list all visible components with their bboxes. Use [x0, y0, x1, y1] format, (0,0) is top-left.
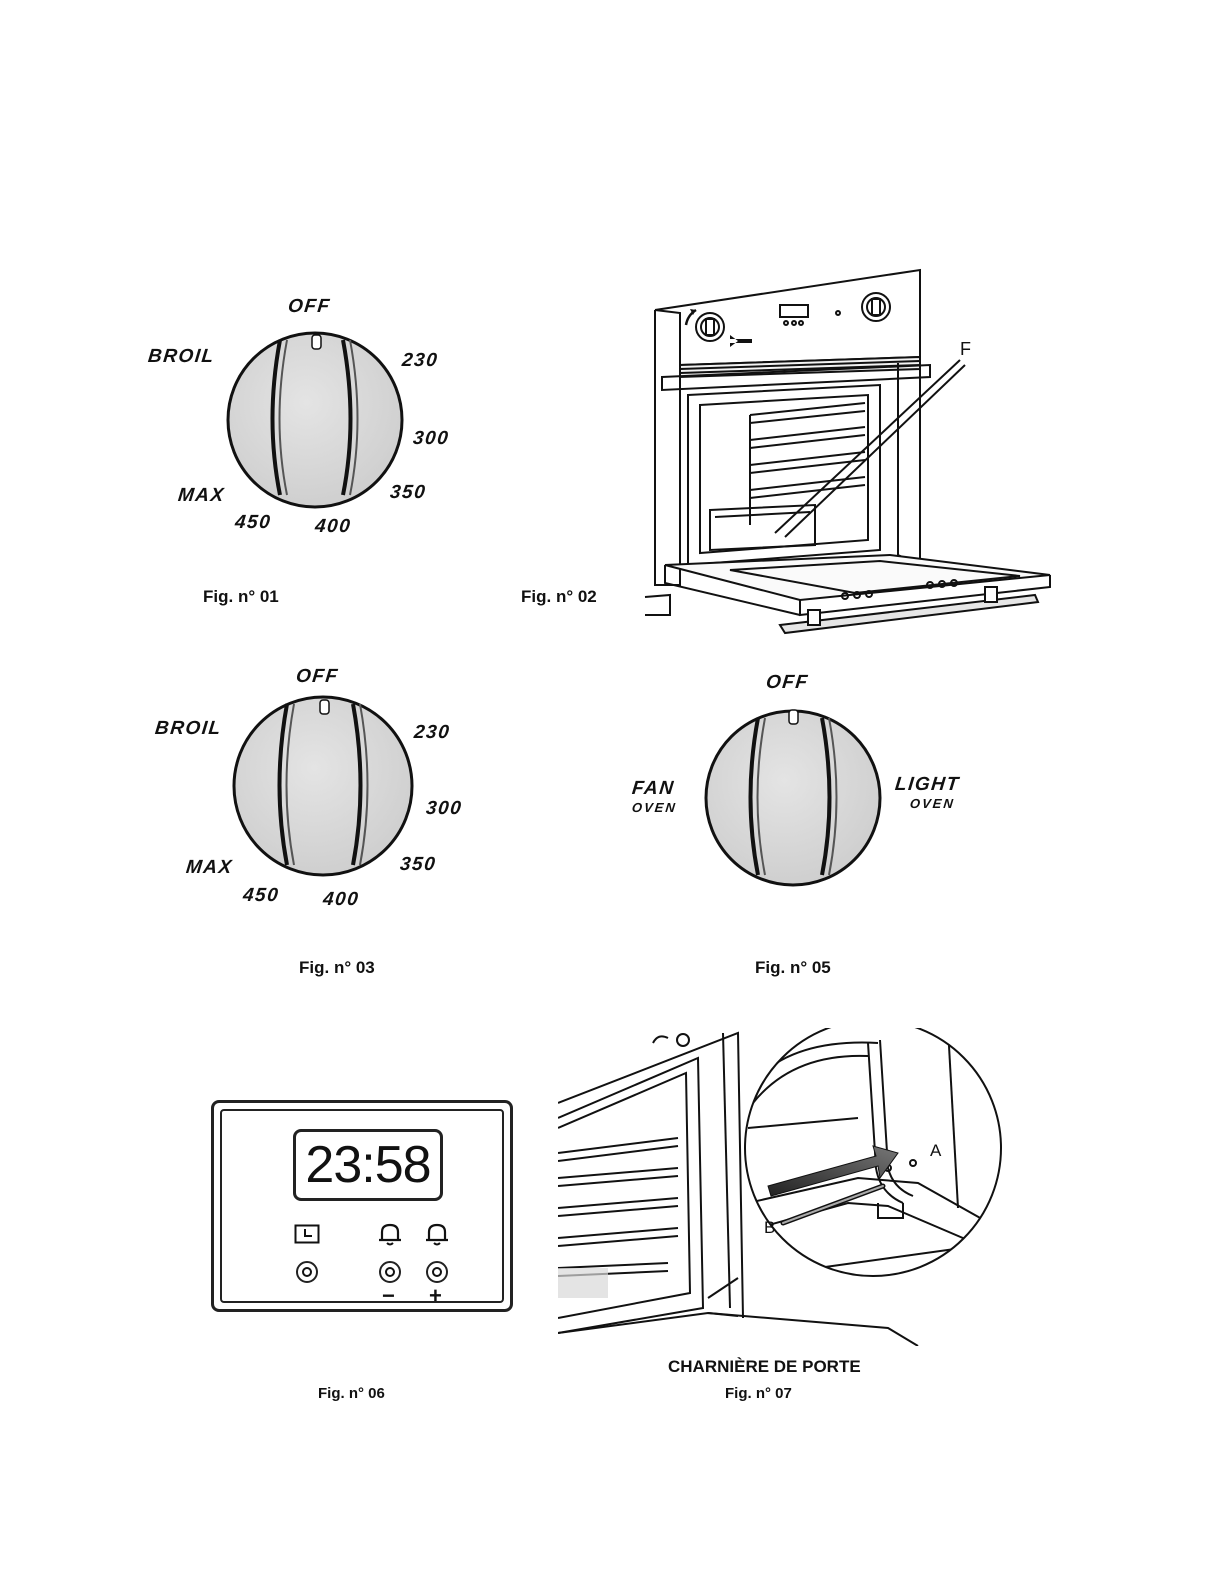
figure-01: OFF BROIL 230 300 350 MAX 450 400: [140, 290, 500, 620]
figure-05: OFF FAN OVEN LIGHT OVEN: [620, 668, 1020, 898]
label-230: 230: [413, 722, 452, 744]
label-300: 300: [425, 798, 464, 820]
label-max: MAX: [185, 857, 234, 879]
label-light-oven: OVEN: [909, 796, 955, 811]
label-450: 450: [234, 512, 273, 534]
label-off: OFF: [287, 296, 332, 318]
timer-panel-inner: 23:58 − +: [220, 1109, 504, 1303]
oven-open-illustration: F: [640, 265, 1055, 645]
caption-fig-03: Fig. n° 03: [299, 958, 375, 978]
caption-fig-06: Fig. n° 06: [318, 1385, 385, 1402]
caption-fig-02: Fig. n° 02: [521, 587, 597, 607]
figure-03: OFF BROIL 230 300 350 MAX 450 400: [150, 662, 510, 922]
clock-icon: [294, 1224, 320, 1244]
oven-thermostat-knob-2: [150, 662, 510, 922]
oven-function-knob: [620, 668, 1020, 898]
label-broil: BROIL: [154, 718, 223, 740]
timer-display: 23:58: [293, 1129, 443, 1201]
label-400: 400: [322, 889, 361, 911]
label-400: 400: [314, 516, 353, 538]
marker-a: A: [930, 1141, 942, 1160]
door-hinge-illustration: A B: [558, 1028, 1003, 1346]
caption-door-hinge-title: CHARNIÈRE DE PORTE: [668, 1357, 861, 1377]
timer-panel: 23:58 − +: [211, 1100, 513, 1312]
label-350: 350: [389, 482, 428, 504]
label-broil: BROIL: [147, 346, 216, 368]
clock-button[interactable]: [296, 1261, 318, 1283]
marker-b: B: [764, 1218, 775, 1237]
label-fan-oven: OVEN: [631, 800, 677, 815]
oven-thermostat-knob: [140, 290, 500, 550]
label-light: LIGHT: [894, 774, 961, 796]
caption-fig-07: Fig. n° 07: [725, 1385, 792, 1402]
label-off: OFF: [295, 666, 340, 688]
timer-display-time: 23:58: [305, 1135, 430, 1195]
plus-button[interactable]: [426, 1261, 448, 1283]
plus-sign: +: [429, 1283, 442, 1309]
label-fan: FAN: [631, 778, 676, 800]
bell-icon: [425, 1222, 449, 1246]
minus-sign: −: [382, 1283, 395, 1309]
label-off: OFF: [765, 672, 810, 694]
marker-f: F: [960, 339, 971, 359]
caption-fig-01: Fig. n° 01: [203, 587, 279, 607]
label-300: 300: [412, 428, 451, 450]
label-max: MAX: [177, 485, 226, 507]
bell-icon: [378, 1222, 402, 1246]
minus-button[interactable]: [379, 1261, 401, 1283]
caption-fig-05: Fig. n° 05: [755, 958, 831, 978]
label-350: 350: [399, 854, 438, 876]
label-230: 230: [401, 350, 440, 372]
label-450: 450: [242, 885, 281, 907]
